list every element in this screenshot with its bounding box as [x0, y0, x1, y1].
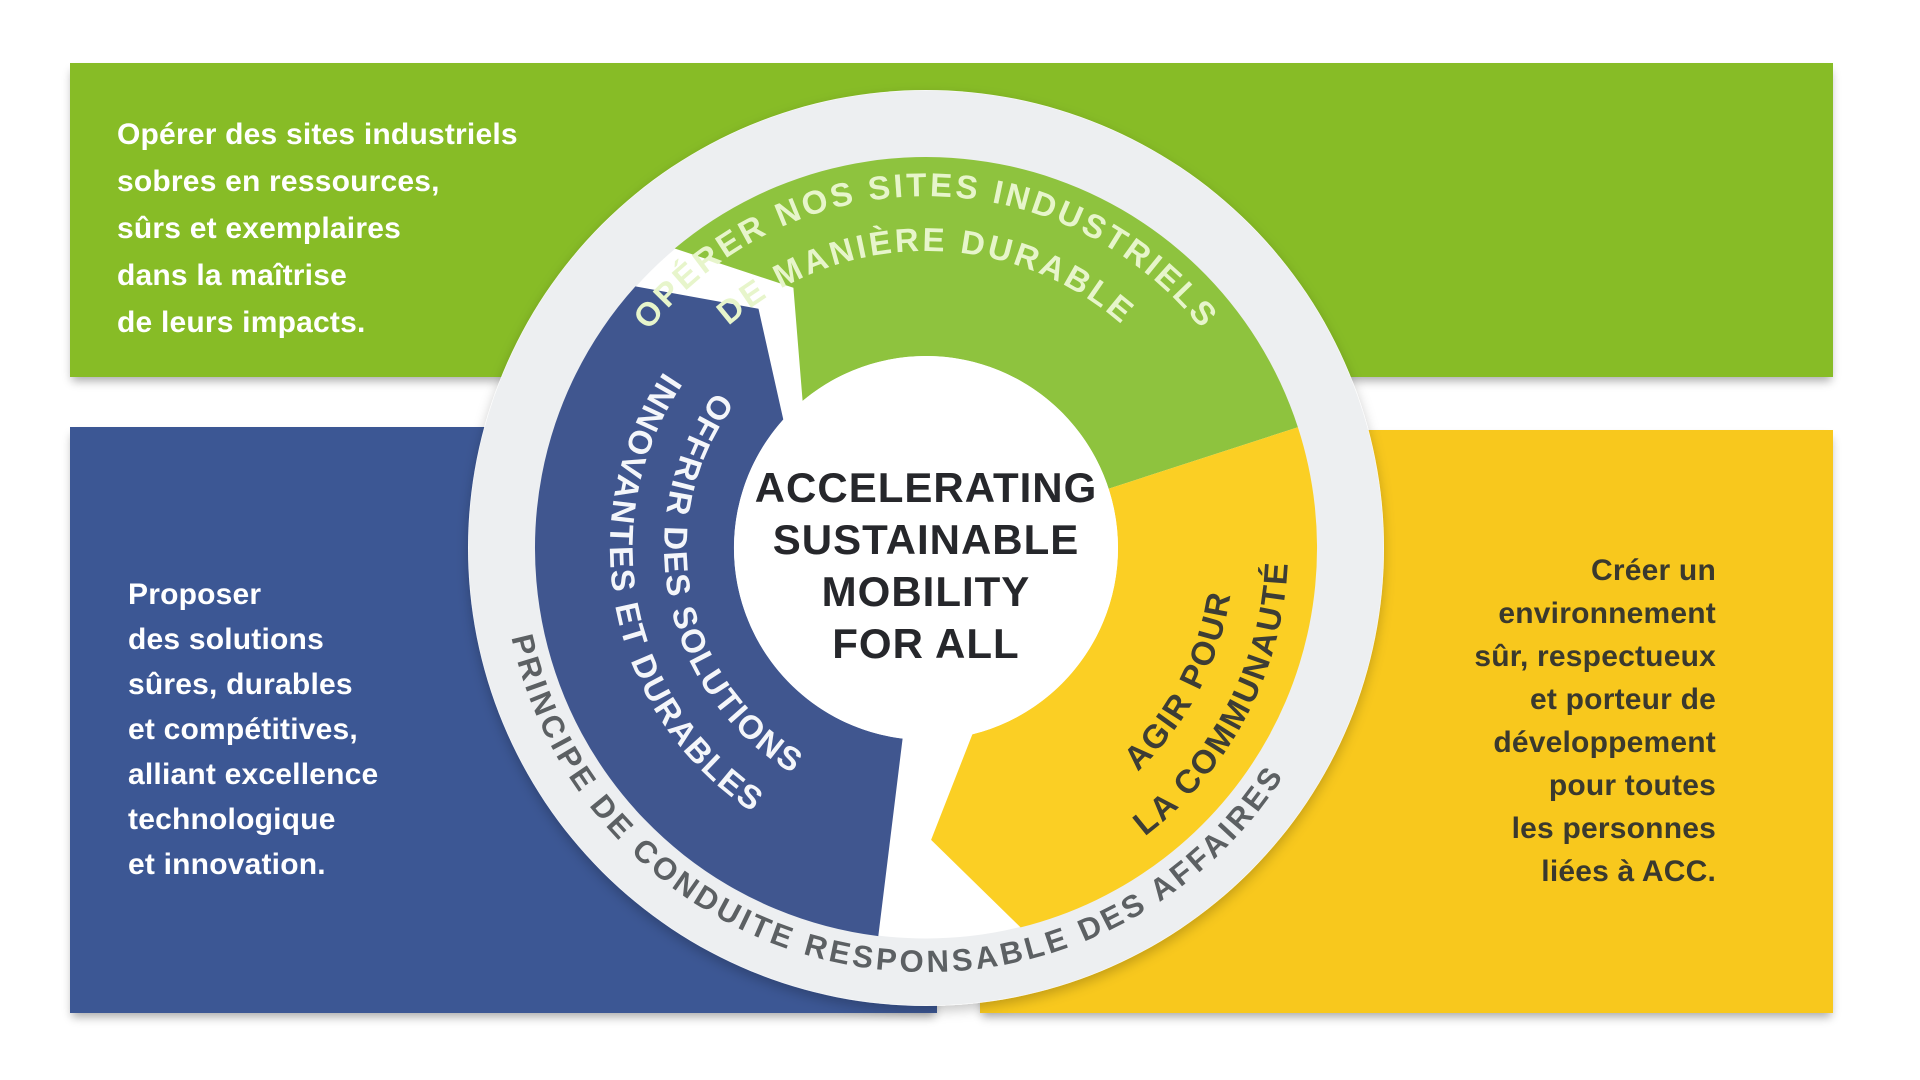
center-title-line: SUSTAINABLE [772, 516, 1080, 563]
community-text-line: liées à ACC. [1541, 855, 1716, 888]
community-text-line: et porteur de [1530, 683, 1716, 716]
solutions-text-line: sûres, durables [128, 668, 353, 701]
center-circle [734, 356, 1118, 740]
industrial-text-line: dans la maîtrise [117, 259, 347, 292]
solutions-text-line: Proposer [128, 578, 262, 611]
center-title: ACCELERATING SUSTAINABLE MOBILITY FOR AL… [726, 462, 1126, 670]
solutions-block-text: Proposer des solutions sûres, durables e… [70, 427, 937, 887]
community-text-line: Créer un [1591, 554, 1716, 587]
industrial-segment [674, 157, 1298, 489]
sustainability-wheel: OPÉRER NOS SITES INDUSTRIELS DE MANIÈRE … [468, 90, 1384, 1006]
industrial-text-line: de leurs impacts. [117, 306, 366, 339]
community-text-line: développement [1493, 726, 1716, 759]
solutions-text-line: et innovation. [128, 848, 326, 881]
community-text-line: les personnes [1511, 812, 1716, 845]
solutions-text-line: alliant excellence [128, 758, 379, 791]
community-segment [931, 427, 1318, 928]
solutions-segment [534, 286, 903, 937]
solutions-text-line: des solutions [128, 623, 324, 656]
center-title-line: FOR ALL [832, 620, 1020, 667]
solutions-text-line: technologique [128, 803, 336, 836]
industrial-text-line: sûrs et exemplaires [117, 212, 401, 245]
industrial-text-line: Opérer des sites industriels [117, 118, 518, 151]
community-text-line: pour toutes [1548, 769, 1716, 802]
community-text-line: environnement [1498, 597, 1716, 630]
industrial-block-text: Opérer des sites industriels sobres en r… [70, 63, 1833, 346]
solutions-text-line: et compétitives, [128, 713, 358, 746]
community-block-text: Créer un environnement sûr, respectueux … [980, 430, 1833, 893]
outer-ring-band [468, 90, 1384, 1006]
community-text-line: sûr, respectueux [1474, 640, 1716, 673]
industrial-text-line: sobres en ressources, [117, 165, 440, 198]
center-title-line: ACCELERATING [754, 464, 1098, 511]
center-title-line: MOBILITY [821, 568, 1031, 615]
